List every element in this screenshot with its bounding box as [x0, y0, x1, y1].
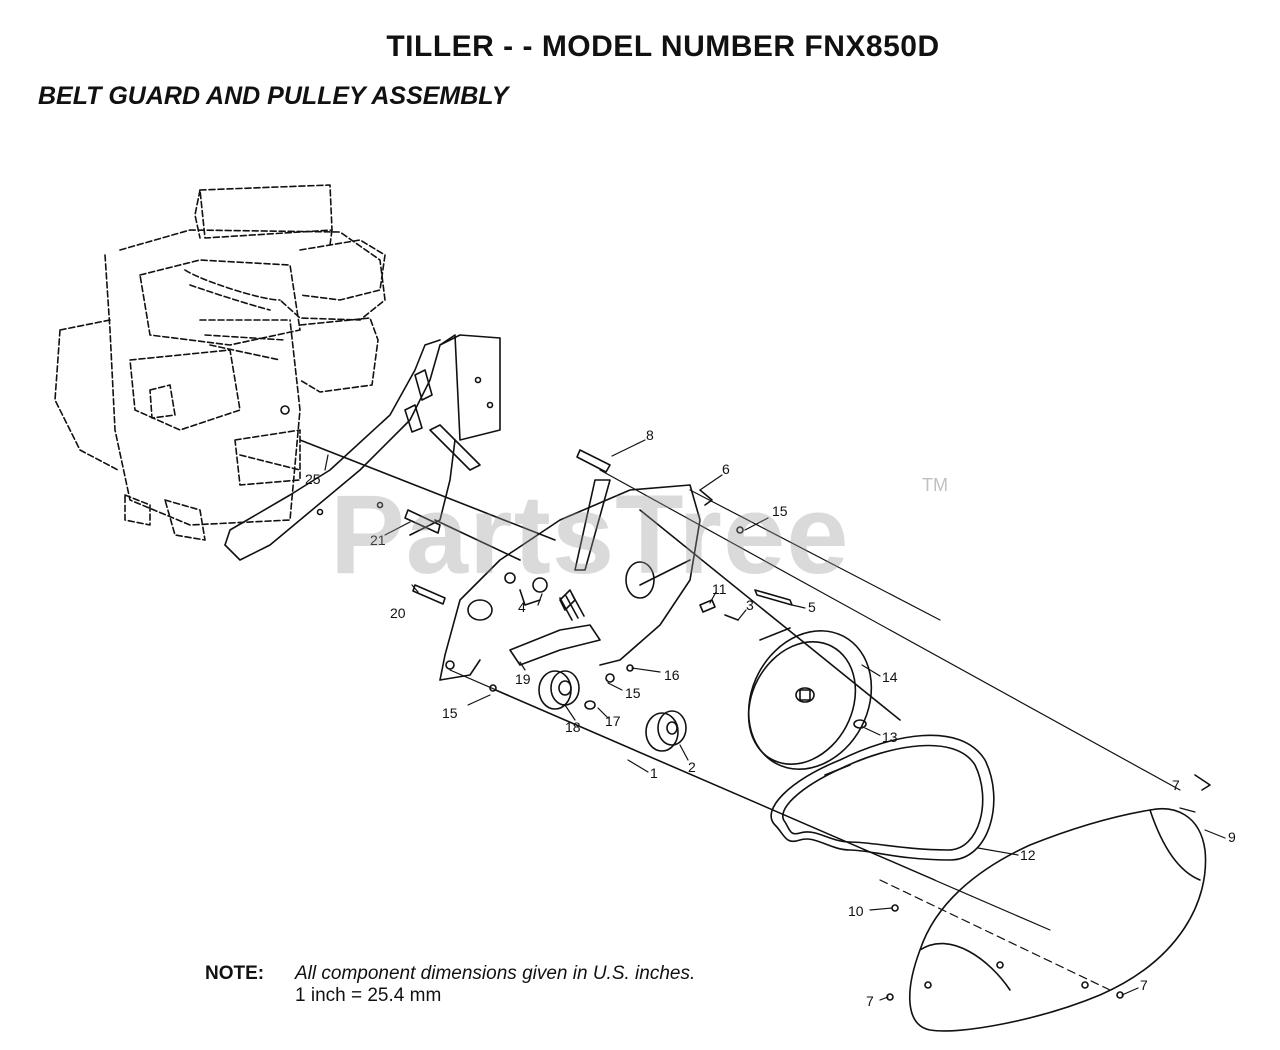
callout-13: 13 — [882, 729, 898, 745]
callout-19: 19 — [515, 671, 531, 687]
belt-guard-plate — [439, 479, 701, 681]
callout-7: 7 — [1172, 777, 1180, 793]
callout-2: 2 — [688, 759, 696, 775]
callout-1: 1 — [650, 765, 658, 781]
callout-20: 20 — [390, 605, 406, 621]
section-subtitle: BELT GUARD AND PULLEY ASSEMBLY — [38, 82, 509, 110]
page-title: TILLER - - MODEL NUMBER FNX850D — [386, 30, 940, 63]
callout-7: 7 — [866, 993, 874, 1009]
callout-18: 18 — [565, 719, 581, 735]
callout-5: 5 — [808, 599, 816, 615]
callout-15: 15 — [772, 503, 788, 519]
note-label: NOTE: — [205, 963, 265, 984]
guide-lines — [449, 469, 1181, 991]
belt-cover — [908, 808, 1207, 1032]
callout-12: 12 — [1020, 847, 1036, 863]
callout-15: 15 — [442, 705, 458, 721]
callout-17: 17 — [605, 713, 621, 729]
leader-lines — [324, 439, 1226, 1001]
callout-11: 11 — [712, 581, 727, 597]
callout-21: 21 — [370, 532, 386, 548]
callout-3: 3 — [746, 597, 754, 613]
callout-labels: 8 6 15 25 21 11 3 5 20 4 14 16 19 15 15 … — [305, 427, 1236, 1009]
engine-outline — [54, 184, 386, 541]
callout-9: 9 — [1228, 829, 1236, 845]
note-line-1: All component dimensions given in U.S. i… — [295, 963, 696, 984]
callout-10: 10 — [848, 903, 864, 919]
shafts — [299, 424, 901, 721]
frame-bracket — [224, 334, 501, 561]
watermark-logo: PartsTree — [330, 472, 850, 597]
note-line-2: 1 inch = 25.4 mm — [295, 985, 442, 1006]
callout-7: 7 — [1140, 977, 1148, 993]
drive-belt — [770, 734, 995, 861]
callout-14: 14 — [882, 669, 898, 685]
large-pulley — [747, 627, 873, 776]
small-pulleys — [538, 670, 687, 752]
callout-15: 15 — [625, 685, 641, 701]
callout-16: 16 — [664, 667, 680, 683]
callout-4: 4 — [518, 599, 526, 615]
callout-25: 25 — [305, 471, 321, 487]
callout-8: 8 — [646, 427, 654, 443]
dimension-note: NOTE: All component dimensions given in … — [205, 963, 695, 1006]
callout-6: 6 — [722, 461, 730, 477]
watermark-tm: TM — [922, 475, 948, 495]
